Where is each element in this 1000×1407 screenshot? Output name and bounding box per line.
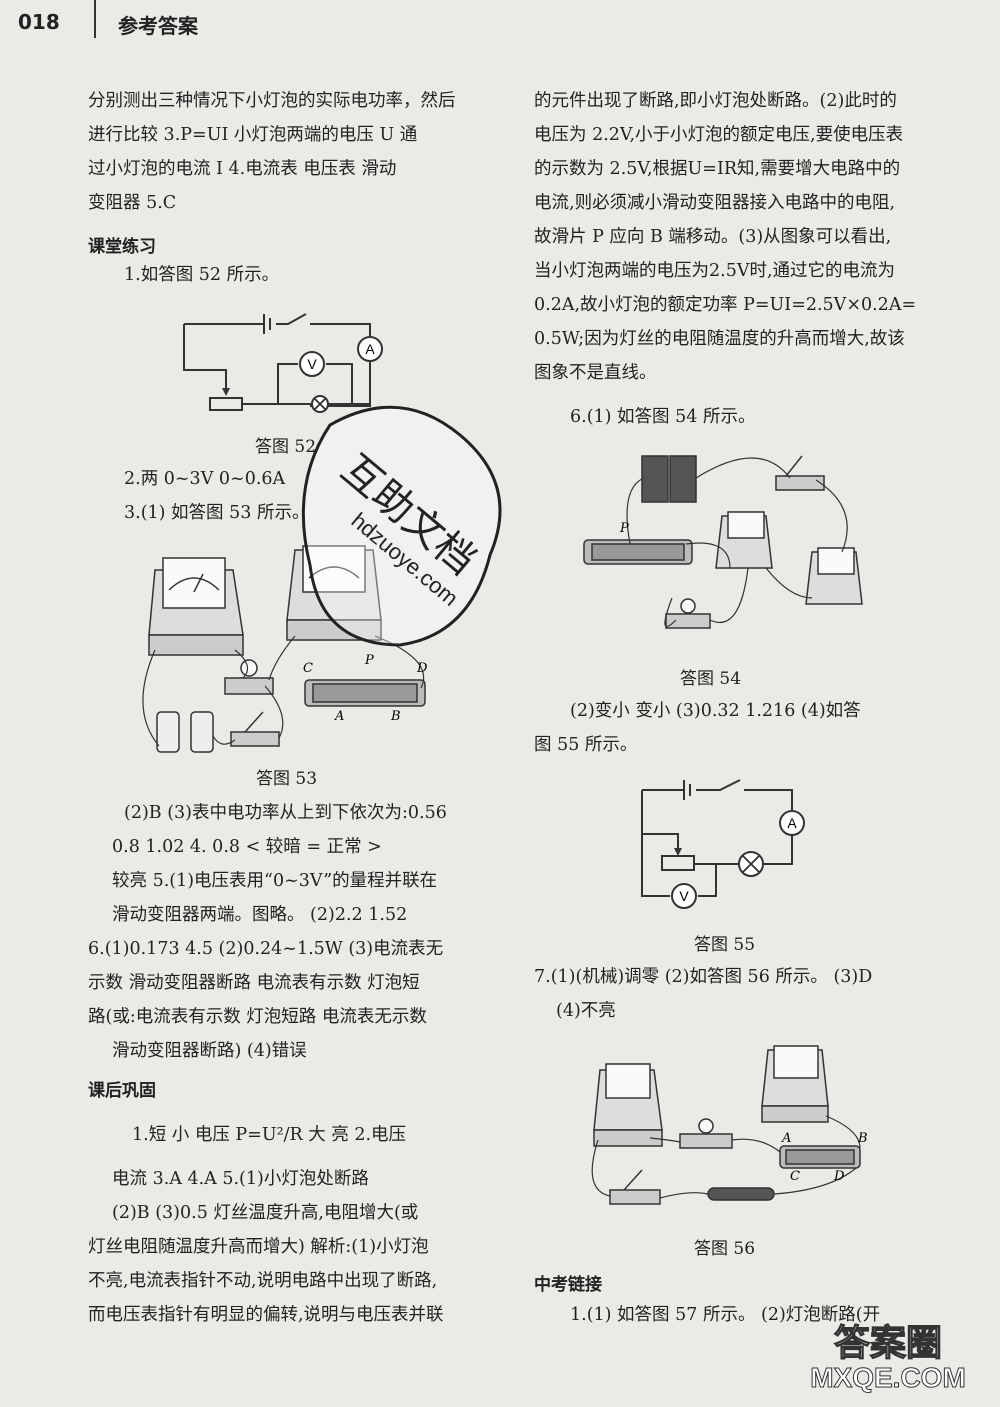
svg-text:C: C: [790, 1169, 800, 1184]
ammeter-icon: [779, 810, 805, 836]
right-line-a5: 当小灯泡两端的电压为2.5V时,通过它的电流为: [534, 261, 896, 281]
ammeter-icon: [357, 336, 383, 362]
figure-52-caption: 答图 52: [255, 437, 317, 457]
right-last-line: 1.(1) 如答图 57 所示。 (2)灯泡断路(开: [570, 1305, 881, 1325]
right-line-b1: 图 55 所示。: [534, 735, 638, 755]
left-line-c3: 滑动变阻器断路) (4)错误: [112, 1041, 307, 1061]
svg-text:A: A: [781, 1131, 791, 1146]
figure-53-caption: 答图 53: [256, 769, 318, 789]
left-line-a1: 进行比较 3.P=UI 小灯泡两端的电压 U 通: [88, 125, 418, 145]
right-line-a6: 0.2A,故小灯泡的额定功率 P=UI=2.5V×0.2A=: [534, 295, 917, 315]
apparatus-figure-53: C P D A B: [142, 545, 428, 753]
right-line-a0: 的元件出现了断路,即小灯泡处断路。(2)此时的: [534, 91, 897, 111]
left-line-b1: 0.8 1.02 4. 0.8 < 较暗 = 正常 >: [112, 837, 382, 857]
watermark-stamp: 互助文档 hdzuoye.com: [301, 405, 502, 647]
svg-text:B: B: [390, 709, 401, 724]
section-heading-exam-link: 中考链接: [534, 1275, 602, 1295]
section-heading-classroom-practice: 课堂练习: [88, 237, 156, 257]
svg-text:A: A: [365, 341, 375, 357]
svg-text:D: D: [416, 661, 428, 676]
left-line-a3: 变阻器 5.C: [88, 193, 177, 213]
section-heading-after-class: 课后巩固: [88, 1081, 156, 1101]
voltmeter-icon: [671, 883, 697, 909]
apparatus-figure-56: A C D B: [591, 1045, 868, 1205]
left-q2: 2.两 0~3V 0~0.6A: [124, 469, 286, 489]
right-q6: 6.(1) 如答图 54 所示。: [570, 407, 756, 427]
left-q3: 3.(1) 如答图 53 所示。: [124, 503, 310, 523]
right-line-a1: 电压为 2.2V,小于小灯泡的额定电压,要使电压表: [534, 125, 904, 145]
left-line-b3: 滑动变阻器两端。图略。 (2)2.2 1.52: [112, 905, 408, 925]
left-line-c0: 6.(1)0.173 4.5 (2)0.24~1.5W (3)电流表无: [88, 939, 444, 959]
left-h1: 1.短 小 电压 P=U²/R 大 亮 2.电压: [132, 1125, 407, 1145]
svg-text:B: B: [857, 1131, 868, 1146]
left-line-d0: 电流 3.A 4.A 5.(1)小灯泡处断路: [112, 1169, 369, 1189]
right-line-a7: 0.5W;因为灯丝的电阻随温度的升高而增大,故该: [534, 329, 905, 349]
right-line-a2: 的示数为 2.5V,根据U=IR知,需要增大电路中的: [534, 159, 901, 179]
left-line-b0: (2)B (3)表中电功率从上到下依次为:0.56: [124, 803, 447, 823]
header-divider: [94, 0, 96, 38]
left-line-a2: 过小灯泡的电流 I 4.电流表 电压表 滑动: [88, 159, 397, 179]
page-number: 018: [18, 10, 60, 34]
svg-text:V: V: [679, 888, 689, 904]
voltmeter-icon: [299, 351, 325, 377]
svg-text:V: V: [307, 356, 317, 372]
right-line-c0: 7.(1)(机械)调零 (2)如答图 56 所示。 (3)D: [534, 967, 873, 987]
right-line-a8: 图象不是直线。: [534, 363, 657, 383]
svg-text:P: P: [364, 653, 374, 668]
left-line-b2: 较亮 5.(1)电压表用“0~3V”的量程并联在: [112, 871, 438, 891]
left-line-d1: (2)B (3)0.5 灯丝温度升高,电阻增大(或: [112, 1203, 419, 1223]
corner-logo: 答案圈 MXQE.COM: [810, 1321, 967, 1393]
corner-logo-url: MXQE.COM: [810, 1362, 966, 1393]
left-line-d3: 不亮,电流表指针不动,说明电路中出现了断路,: [88, 1271, 438, 1291]
right-line-a3: 电流,则必须减小滑动变阻器接入电路中的电阻,: [534, 193, 896, 213]
left-line-d4: 而电压表指针有明显的偏转,说明与电压表并联: [88, 1305, 444, 1325]
right-line-c1: (4)不亮: [556, 1001, 616, 1021]
svg-text:C: C: [303, 661, 313, 676]
circuit-diagram-55: A V: [641, 779, 805, 909]
left-q1: 1.如答图 52 所示。: [124, 265, 280, 285]
right-line-b0: (2)变小 变小 (3)0.32 1.216 (4)如答: [570, 701, 861, 721]
left-line-c2: 路(或:电流表有示数 灯泡短路 电流表无示数: [88, 1007, 427, 1027]
left-line-a0: 分别测出三种情况下小灯泡的实际电功率，然后: [88, 91, 456, 111]
svg-text:A: A: [334, 709, 344, 724]
figure-56-caption: 答图 56: [694, 1239, 756, 1259]
svg-text:P: P: [619, 521, 629, 536]
left-line-d2: 灯丝电阻随温度升高而增大) 解析:(1)小灯泡: [88, 1237, 429, 1257]
apparatus-figure-54: P: [583, 455, 863, 629]
svg-text:A: A: [787, 815, 797, 831]
corner-logo-text: 答案圈: [834, 1322, 942, 1364]
figure-55-caption: 答图 55: [694, 935, 756, 955]
figure-54-caption: 答图 54: [680, 669, 742, 689]
circuit-diagram-52: A V: [183, 313, 383, 413]
left-line-c1: 示数 滑动变阻器断路 电流表有示数 灯泡短: [88, 973, 420, 993]
page-header-title: 参考答案: [118, 14, 198, 38]
svg-text:D: D: [833, 1169, 845, 1184]
right-line-a4: 故滑片 P 应向 B 端移动。(3)从图象可以看出,: [534, 227, 892, 247]
